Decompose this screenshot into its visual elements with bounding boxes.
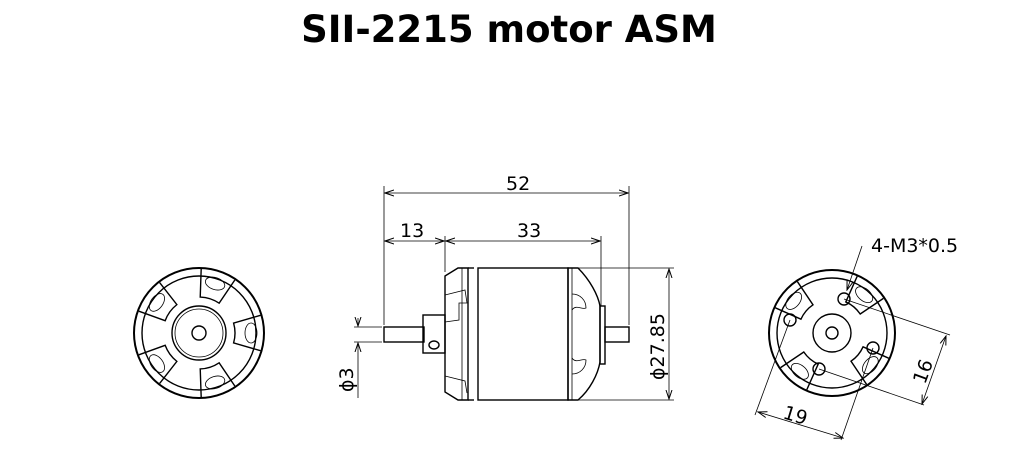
vent-pocket [232,314,261,352]
vent-opening [785,291,802,310]
vent-opening [148,293,165,312]
vent-pocket [138,344,178,384]
vent-pocket [780,351,820,390]
vent-opening [862,356,879,375]
dim-mount-holes: 4-M3*0.5 [871,235,958,257]
vent-opening [244,322,258,344]
dim-body-length: 33 [517,220,541,242]
vent-pocket [844,276,884,315]
dim-body-diameter: ϕ27.85 [647,313,669,380]
vent-opening [790,363,809,380]
side-view [383,267,630,401]
dim-hole-spacing-a: 16 [909,356,938,386]
cooling-vents [138,269,261,397]
vent-opening [204,276,226,291]
dim-shaft-length: 13 [400,220,424,242]
vent-pocket [138,282,178,322]
vent-opening [148,354,165,373]
dimensions-side: 52 13 33 ϕ27.85 ϕ3 [336,173,674,401]
vent-pocket [199,361,236,397]
drawing-title: SII-2215 motor ASM [301,8,717,51]
vent-pocket [850,345,889,385]
front-view [133,267,265,399]
rear-view: 4-M3*0.5 16 19 [754,235,958,441]
vent-opening [204,375,226,390]
dim-overall-length: 52 [506,173,530,195]
mount-holes [783,292,880,376]
dim-hole-spacing-b: 19 [781,402,811,430]
dim-shaft-diameter: ϕ3 [336,367,358,392]
vent-pocket [775,281,814,321]
vent-pocket [199,269,236,305]
vent-opening [855,286,874,303]
